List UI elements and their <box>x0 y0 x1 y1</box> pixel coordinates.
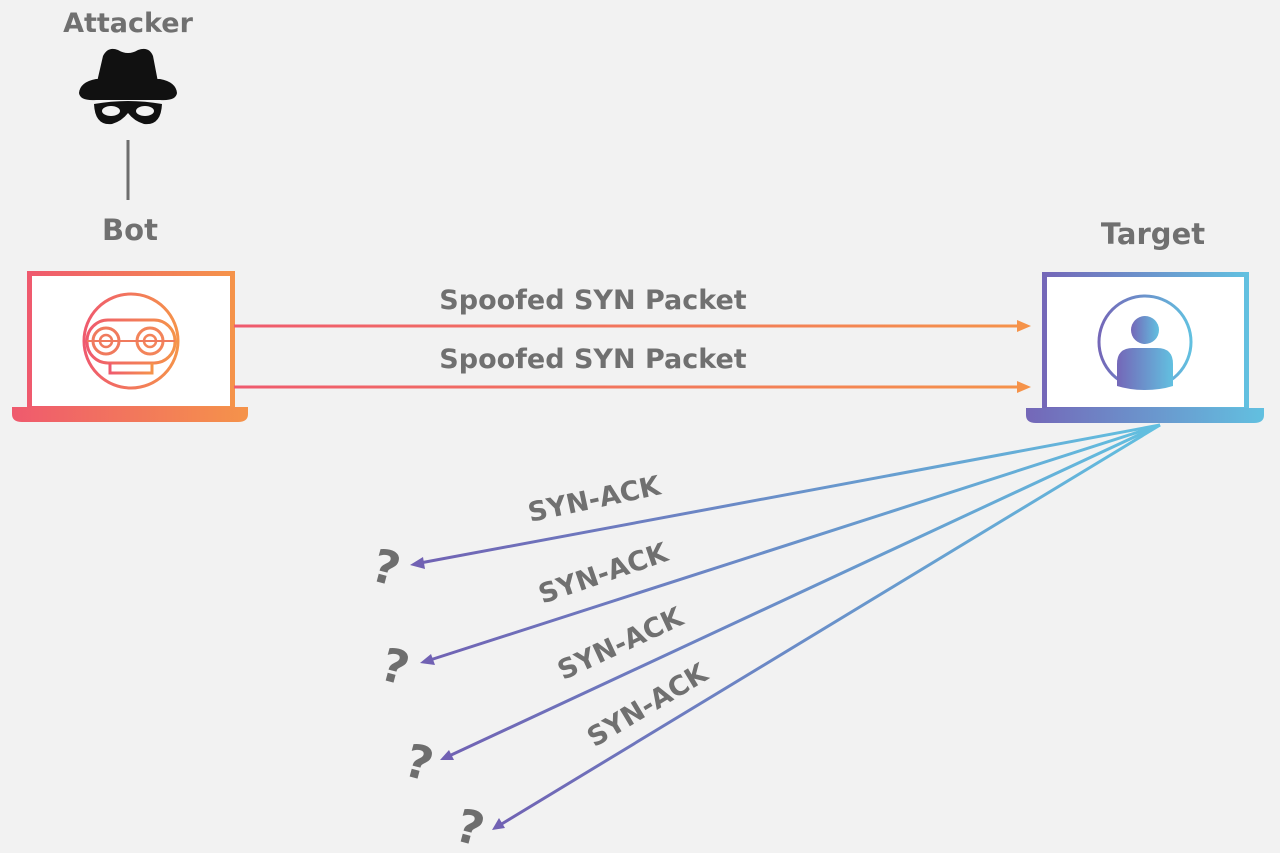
syn-ack-label-4: SYN-ACK <box>582 657 714 753</box>
unknown-destination-3: ? <box>399 733 439 792</box>
syn-ack-arrow-2 <box>420 423 1161 665</box>
spoofed-syn-label-1: Spoofed SYN Packet <box>439 285 746 316</box>
unknown-destination-2: ? <box>375 637 415 696</box>
attacker-label: Attacker <box>63 8 193 39</box>
bot-label: Bot <box>102 213 158 247</box>
unknown-destination-4: ? <box>450 798 490 853</box>
syn-ack-arrow-3 <box>440 423 1161 760</box>
user-icon <box>1097 294 1193 390</box>
spoofed-syn-arrow-2 <box>234 381 1031 393</box>
syn-ack-arrow-1 <box>410 423 1161 569</box>
syn-ack-label-2: SYN-ACK <box>535 537 673 610</box>
unknown-destination-1: ? <box>366 538 406 597</box>
spy-hat-icon <box>79 48 177 125</box>
syn-ack-arrow-4 <box>492 423 1161 830</box>
robot-face-icon <box>82 292 180 390</box>
spoofed-syn-label-2: Spoofed SYN Packet <box>439 344 746 375</box>
target-label: Target <box>1101 217 1205 251</box>
spoofed-syn-arrow-1 <box>234 320 1031 332</box>
